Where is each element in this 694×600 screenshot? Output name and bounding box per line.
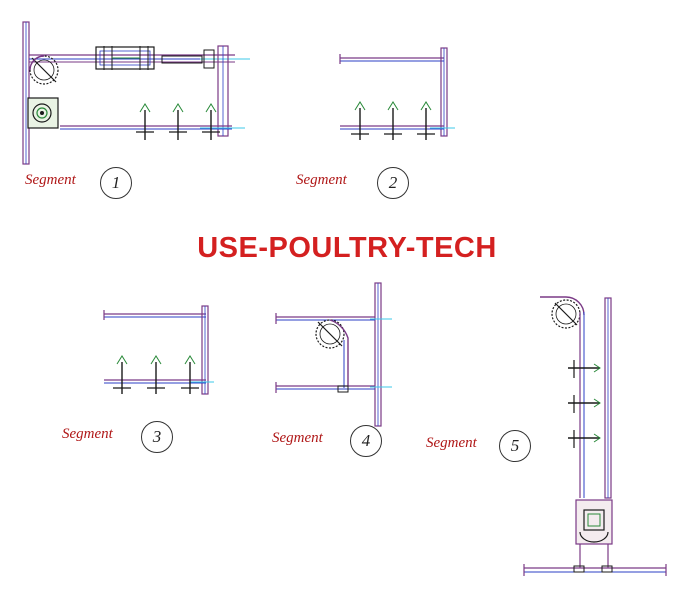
- corner-gear-icon: [315, 319, 349, 393]
- hanger-icon: [568, 360, 601, 448]
- corner-gear-icon: [29, 55, 59, 85]
- hanger-icon: [113, 355, 199, 394]
- segment-4-label: Segment: [272, 430, 323, 446]
- segment-5-drawing: [523, 296, 667, 576]
- segment-2-number: 2: [377, 167, 409, 199]
- segment-3-label: Segment: [62, 426, 113, 442]
- corner-gear-icon: [540, 296, 585, 329]
- hanger-icon: [136, 103, 220, 140]
- hanger-icon: [351, 101, 435, 140]
- watermark-title: USE-POULTRY-TECH: [197, 232, 497, 264]
- tensioner-icon: [95, 46, 215, 70]
- segment-4-drawing: [275, 282, 392, 427]
- drive-motor-icon: [575, 499, 613, 545]
- segment-5-label: Segment: [426, 435, 477, 451]
- segment-3-number: 3: [141, 421, 173, 453]
- segment-2-label: Segment: [296, 172, 347, 188]
- drive-motor-icon: [27, 97, 59, 129]
- segment-3-drawing: [103, 305, 214, 395]
- segment-1-number: 1: [100, 167, 132, 199]
- segment-5-number: 5: [499, 430, 531, 462]
- segment-2-drawing: [339, 47, 455, 140]
- segment-4-number: 4: [350, 425, 382, 457]
- segment-1-label: Segment: [25, 172, 76, 188]
- segment-1-drawing: [22, 21, 250, 165]
